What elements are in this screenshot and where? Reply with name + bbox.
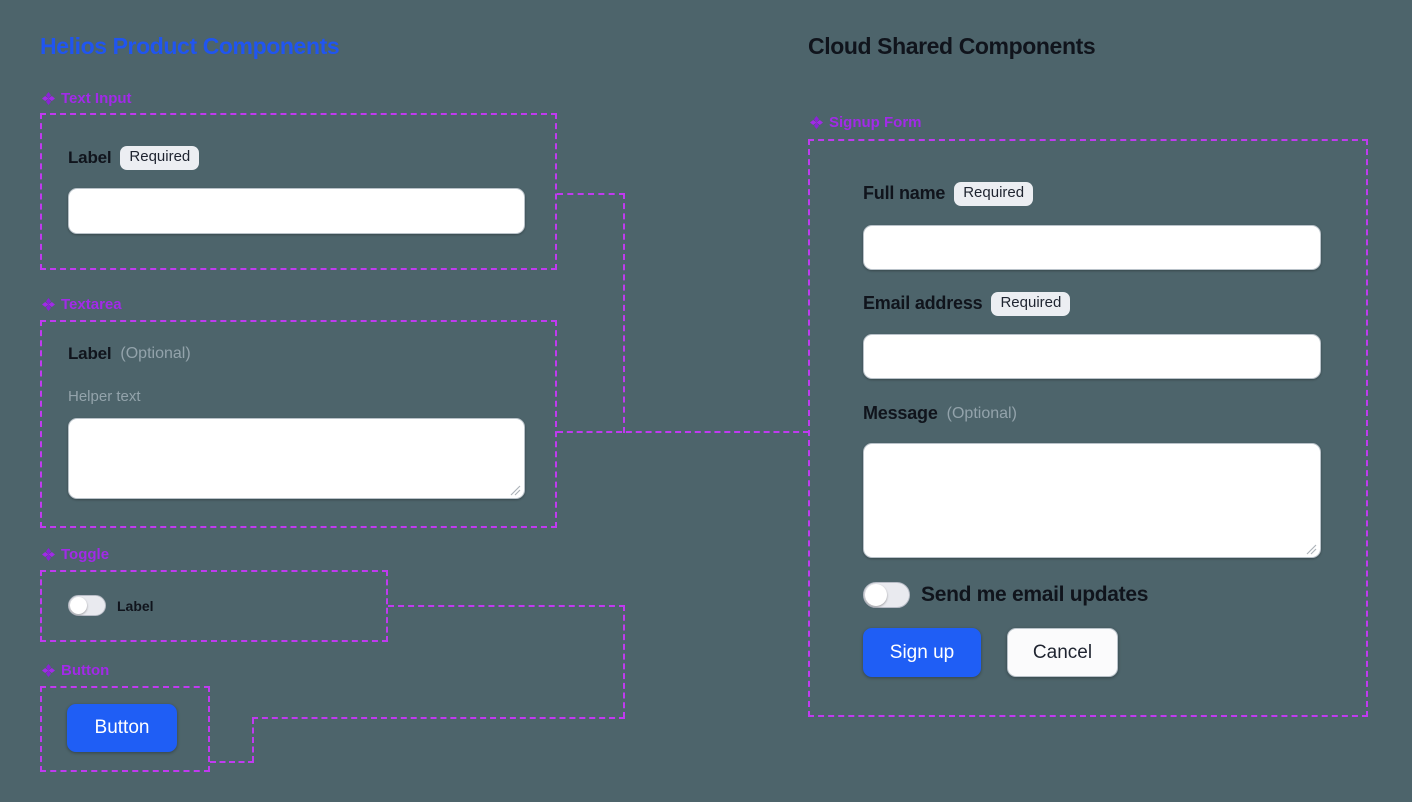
section-label-text: Toggle: [61, 546, 110, 563]
diamond-icon: [42, 664, 55, 677]
diamond-icon: [42, 92, 55, 105]
toggle-row: Label: [68, 595, 154, 616]
text-input-label: Label: [68, 147, 112, 167]
section-label-text: Signup Form: [829, 114, 922, 131]
section-label-button: Button: [42, 662, 109, 679]
toggle-knob: [70, 597, 87, 614]
connector-button-h: [210, 761, 254, 763]
connector-button-v: [252, 718, 254, 762]
email-input[interactable]: [863, 334, 1321, 379]
textarea-helper-text: Helper text: [68, 388, 141, 405]
message-textarea[interactable]: [863, 443, 1321, 558]
diamond-icon: [810, 116, 823, 129]
connector-text-input-h: [557, 193, 625, 195]
connector-button-trunk-h: [252, 717, 625, 719]
message-label-row: Message (Optional): [863, 403, 1017, 424]
email-label: Email address: [863, 293, 983, 314]
connector-right-trunk-v: [623, 605, 625, 718]
diamond-icon: [42, 548, 55, 561]
toggle-knob: [865, 584, 887, 606]
email-updates-toggle-row: Send me email updates: [863, 582, 1148, 608]
signup-form-container: [808, 139, 1368, 717]
section-label-text-input: Text Input: [42, 90, 132, 107]
optional-text: (Optional): [946, 404, 1017, 422]
section-label-textarea: Textarea: [42, 296, 122, 313]
right-panel-title: Cloud Shared Components: [808, 33, 1096, 59]
section-label-signup-form: Signup Form: [810, 114, 922, 131]
demo-button[interactable]: Button: [67, 704, 177, 752]
connector-toggle-h: [388, 605, 625, 607]
email-label-row: Email address Required: [863, 292, 1071, 316]
section-label-text: Button: [61, 662, 110, 679]
textarea-field[interactable]: [68, 418, 525, 499]
message-label: Message: [863, 403, 938, 423]
diamond-icon: [42, 298, 55, 311]
section-label-text: Textarea: [61, 296, 122, 313]
full-name-input[interactable]: [863, 225, 1321, 270]
toggle-label: Label: [117, 597, 154, 614]
full-name-label-row: Full name Required: [863, 182, 1034, 206]
textarea-wrapper: [68, 418, 525, 499]
textarea-label: Label: [68, 344, 112, 363]
section-label-text: Text Input: [61, 90, 132, 107]
section-label-toggle: Toggle: [42, 546, 109, 563]
required-badge: Required: [991, 292, 1071, 316]
text-input-container: [40, 113, 557, 270]
text-input-label-row: Label Required: [68, 146, 200, 170]
resize-handle-icon[interactable]: [1305, 543, 1317, 555]
textarea-container: [40, 320, 557, 528]
left-panel-title: Helios Product Components: [40, 33, 340, 59]
button-container: [40, 686, 210, 772]
optional-text: (Optional): [120, 345, 191, 362]
textarea-label-row: Label (Optional): [68, 344, 191, 364]
resize-handle-icon[interactable]: [509, 484, 521, 496]
toggle-container: [40, 570, 388, 642]
email-updates-toggle[interactable]: [863, 582, 910, 608]
connector-textarea-h: [557, 431, 809, 433]
required-badge: Required: [120, 146, 200, 170]
cancel-button[interactable]: Cancel: [1007, 628, 1118, 677]
connector-text-input-v: [623, 193, 625, 433]
message-wrapper: [863, 443, 1321, 558]
sign-up-button[interactable]: Sign up: [863, 628, 981, 677]
email-updates-label: Send me email updates: [921, 583, 1149, 606]
required-badge: Required: [954, 182, 1034, 206]
full-name-label: Full name: [863, 183, 946, 204]
toggle-switch[interactable]: [68, 595, 106, 616]
text-input-field[interactable]: [68, 188, 525, 234]
